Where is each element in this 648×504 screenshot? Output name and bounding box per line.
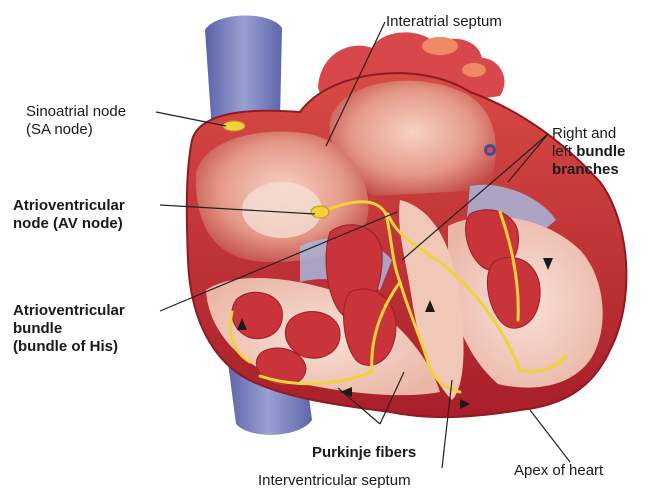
label-bundle-branches: Right and left bundle branches <box>552 125 625 179</box>
av-bundle-line2: bundle <box>13 320 125 338</box>
av-node-line1: Atrioventricular <box>13 197 125 215</box>
av-bundle-line3: (bundle of His) <box>13 338 125 356</box>
av-node-line2: node (AV node) <box>13 215 125 233</box>
label-av-node: Atrioventricular node (AV node) <box>13 197 125 233</box>
label-apex-of-heart: Apex of heart <box>514 462 603 480</box>
label-av-bundle: Atrioventricular bundle (bundle of His) <box>13 302 125 356</box>
sa-node-line2: (SA node) <box>26 121 126 139</box>
bundle-branches-line2-bold: bundle <box>576 143 625 160</box>
leader-apex <box>530 410 570 462</box>
label-interventricular-septum: Interventricular septum <box>258 472 411 490</box>
bundle-branches-line2: left bundle <box>552 143 625 161</box>
bundle-branches-line1: Right and <box>552 125 625 143</box>
sa-node-line1: Sinoatrial node <box>26 103 126 121</box>
av-node <box>311 206 329 218</box>
sa-node <box>223 121 245 131</box>
av-bundle-line1: Atrioventricular <box>13 302 125 320</box>
bundle-branches-line2-plain: left <box>552 143 576 160</box>
bundle-branches-line3: branches <box>552 161 625 179</box>
label-sa-node: Sinoatrial node (SA node) <box>26 103 126 139</box>
label-purkinje-fibers: Purkinje fibers <box>312 444 416 462</box>
label-interatrial-septum: Interatrial septum <box>386 13 502 31</box>
